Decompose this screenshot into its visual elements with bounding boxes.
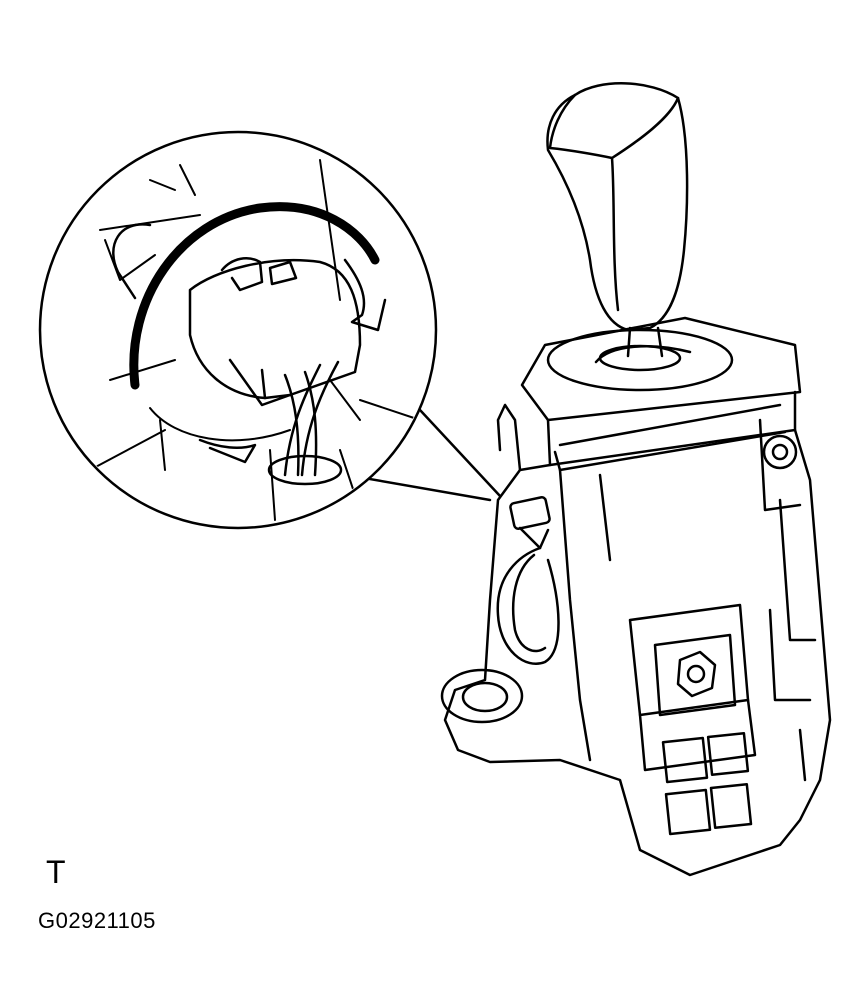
mounting-flange [440,668,524,724]
shift-knob [546,82,689,332]
shift-lever-stem [626,326,664,358]
connector-wires [267,360,343,486]
wire-loop [496,546,560,665]
shift-gate-boot [546,328,734,392]
shift-lever-assembly [440,82,832,877]
upper-bolt [762,434,798,470]
orientation-mark: T [46,854,66,890]
harness-connector [496,496,560,665]
rotate-arrow-icon [112,223,387,464]
housing-slots [661,731,753,836]
figure-id-label: G02921105 [38,908,156,933]
detail-callout [38,130,438,530]
shift-housing [443,403,832,877]
lower-bolt [653,633,737,717]
shift-top-plate [520,316,802,472]
connector-icon [188,257,362,407]
rotating-collar [129,202,380,390]
